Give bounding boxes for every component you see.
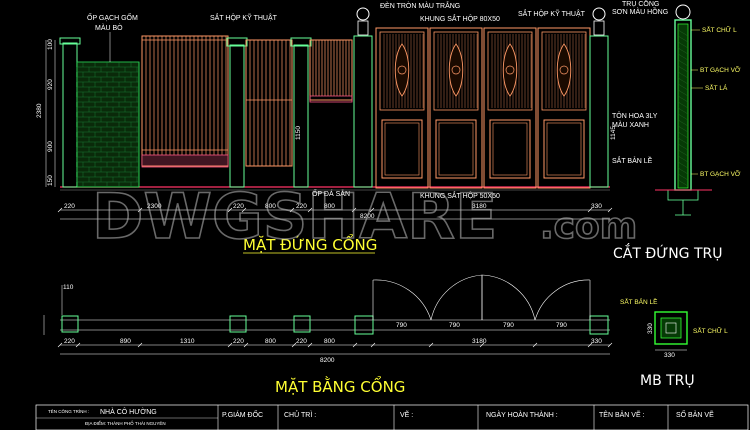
- elev-dim-220a: 220: [64, 203, 75, 210]
- label-op-da-san: ỐP ĐÁ SẴN: [312, 188, 350, 198]
- tb-dia-diem: ĐỊA ĐIỂM: THÀNH PHỐ THÁI NGUYÊN: [85, 419, 166, 426]
- right-fence-grille: [309, 39, 353, 103]
- elev-dim-220c: 220: [296, 203, 307, 210]
- gate-swing-arcs: [372, 274, 591, 321]
- lamp-right: [592, 7, 606, 21]
- plan-pillar-4: [354, 315, 374, 335]
- pillar-plan: SẮT BẢN LỀ SẮT CHỮ L 330 330: [620, 296, 728, 359]
- watermark-suffix: .com: [540, 206, 637, 247]
- title-elevation: MẶT ĐỨNG CỔNG: [243, 233, 377, 254]
- dim-2380: 2380: [36, 103, 43, 118]
- gate-leaf: [537, 27, 591, 189]
- label-sat-chu-l: SẮT CHỮ L: [702, 25, 737, 34]
- elev-dim-2300: 2300: [147, 203, 162, 210]
- plan-dim-3180: 3180: [472, 338, 487, 345]
- label-bt-gach-vo-2: BT GẠCH VỠ: [700, 169, 741, 178]
- fence-pillar-right: [293, 44, 309, 188]
- plan-dim-220b: 220: [233, 338, 244, 345]
- label-op-gach: ỐP GẠCH GỐM: [87, 12, 138, 22]
- label-den-tron: ĐÈN TRÒN MÀU TRẮNG: [380, 1, 460, 10]
- dim-100: 100: [47, 39, 54, 50]
- label-sat-hop-kt2: SẮT HỘP KỸ THUẬT: [518, 9, 586, 18]
- label-mau-xanh: MÀU XANH: [612, 120, 649, 129]
- dim-1150: 1150: [295, 126, 302, 140]
- mb-dim-h: 330: [647, 323, 654, 334]
- tb-ve: VẼ :: [400, 410, 413, 419]
- dim-920: 920: [47, 79, 54, 90]
- gate-leaf: [429, 27, 483, 189]
- elev-dim-800b: 800: [324, 203, 335, 210]
- dim-150: 150: [47, 175, 54, 186]
- plan-pillar-5: [589, 315, 609, 335]
- title-plan: MẶT BẰNG CỔNG: [275, 375, 405, 396]
- left-fence-grille: [141, 35, 229, 168]
- label-bt-gach-vo-1: BT GẠCH VỠ: [700, 65, 741, 74]
- label-sat-la: SẮT LÁ: [705, 83, 728, 92]
- tb-ten-ban-ve: TÊN BẢN VẼ :: [599, 410, 645, 419]
- elevation-labels: ỐP GẠCH GỐM MÀU BÒ SẮT HỘP KỸ THUẬT ĐÈN …: [87, 0, 668, 200]
- lamp-left: [356, 7, 370, 21]
- tb-ten-ct-value: NHÀ CÔ HƯỜNG: [100, 407, 157, 416]
- label-sat-hop-kt: SẮT HỘP KỸ THUẬT: [210, 13, 278, 22]
- tb-so-ban-ve: SỐ BẢN VẼ: [676, 409, 714, 419]
- tb-chu-tri: CHỦ TRÌ :: [284, 410, 316, 419]
- elev-dim-total: 8200: [360, 213, 375, 220]
- elev-dim-800a: 800: [265, 203, 276, 210]
- plan-dim-790c: 790: [503, 322, 514, 329]
- elevation-view: 2380 920 900 150 100 1150 1145 220 2300 …: [36, 7, 617, 220]
- plan-pillar-2: [229, 315, 247, 333]
- plan-dim-800a: 800: [265, 338, 276, 345]
- gate-pillar-right: [589, 35, 609, 188]
- plan-dim-790a: 790: [396, 322, 407, 329]
- middle-pillar: [229, 44, 245, 188]
- left-pillar: [62, 42, 78, 188]
- dim-1145: 1145: [610, 126, 617, 140]
- plan-pillar-3: [293, 315, 311, 333]
- elev-dim-220b: 220: [233, 203, 244, 210]
- plan-view: 220 890 1310 220 800 220 800 790 790 790…: [43, 274, 613, 364]
- section-lamp: [675, 4, 691, 20]
- plan-dim-1310: 1310: [180, 338, 195, 345]
- tb-ten-ct-label: TÊN CÔNG TRÌNH :: [48, 407, 89, 414]
- middle-fence-grille: [245, 39, 293, 167]
- plan-pillar-1: [61, 315, 79, 333]
- elev-dim-330: 330: [591, 203, 602, 210]
- main-gate: [375, 27, 591, 189]
- plan-dim-790b: 790: [449, 322, 460, 329]
- label-ton-hoa: TÔN HOA 3LY: [612, 111, 658, 120]
- watermark: DWGSHARE: [92, 180, 497, 253]
- label-sat-ban-le: SẮT BẢN LỀ: [612, 155, 653, 165]
- pillar-section: SẮT CHỮ L BT GẠCH VỠ SẮT LÁ BT GẠCH VỠ: [655, 4, 741, 216]
- mb-dim-w: 330: [664, 352, 675, 359]
- label-sat-chu-l-plan: SẮT CHỮ L: [693, 326, 728, 335]
- title-mb: MB TRỤ: [640, 373, 695, 389]
- label-khung-sat-5050: KHUNG SẮT HỘP 50X50: [420, 191, 500, 200]
- label-son-mau-hong: SƠN MÀU HỒNG: [612, 6, 668, 16]
- plan-dim-total: 8200: [320, 357, 335, 364]
- tb-giam-doc: P.GIÁM ĐỐC: [222, 409, 263, 419]
- dim-900: 900: [47, 141, 54, 152]
- gate-leaf: [483, 27, 537, 189]
- plan-dim-790d: 790: [556, 322, 567, 329]
- plan-dim-110: 110: [63, 284, 74, 291]
- gate-pillar-left: [353, 35, 373, 188]
- plan-dim-330: 330: [591, 338, 602, 345]
- plan-dim-220c: 220: [296, 338, 307, 345]
- tb-ngay: NGÀY HOÀN THÀNH :: [486, 410, 558, 419]
- plan-dim-800b: 800: [324, 338, 335, 345]
- label-tru-cong: TRỤ CỔNG: [622, 0, 659, 8]
- title-block: TÊN CÔNG TRÌNH : NHÀ CÔ HƯỜNG ĐỊA ĐIỂM: …: [35, 404, 749, 430]
- plan-dim-890: 890: [120, 338, 131, 345]
- gate-leaf: [375, 27, 429, 189]
- elev-dim-3180: 3180: [472, 203, 487, 210]
- brick-wall: [76, 61, 140, 188]
- plan-dim-220: 220: [64, 338, 75, 345]
- title-section: CẮT ĐỨNG TRỤ: [613, 243, 723, 262]
- label-sat-ban-le-plan: SẮT BẢN LỀ: [620, 296, 658, 306]
- label-khung-sat-8050: KHUNG SẮT HỘP 80X50: [420, 14, 500, 23]
- label-mau-bo: MÀU BÒ: [95, 23, 123, 32]
